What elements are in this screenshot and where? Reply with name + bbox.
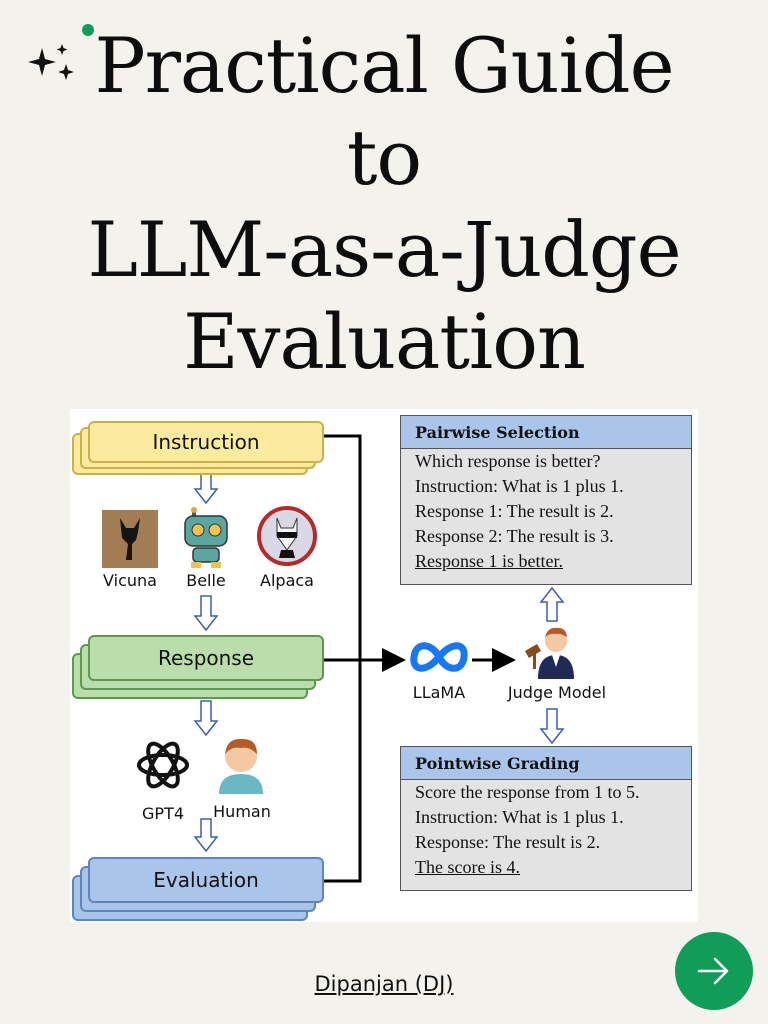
pointwise-grading-panel: Pointwise Grading Score the response fro…: [400, 746, 692, 891]
sparkle-icon: [28, 44, 74, 80]
pairwise-verdict: Response 1 is better.: [415, 551, 563, 571]
pairwise-line: Which response is better?: [415, 451, 601, 471]
llm-judge-diagram: Instruction Vicuna Belle Alpaca Response: [70, 409, 698, 922]
person-icon: [219, 738, 263, 794]
meta-infinity-icon: [410, 642, 468, 672]
alpaca-label: Alpaca: [260, 571, 314, 590]
vicuna-icon: [102, 510, 158, 568]
pointwise-header: Pointwise Grading: [401, 747, 691, 780]
human-label: Human: [213, 802, 271, 821]
evaluation-label: Evaluation: [88, 857, 324, 903]
title-line-4: Evaluation: [183, 297, 586, 386]
judge-model-label: Judge Model: [507, 683, 607, 702]
arrow-right-icon: [697, 957, 729, 985]
vicuna-label: Vicuna: [103, 571, 157, 590]
title-line-2: to: [346, 113, 422, 202]
author-link[interactable]: Dipanjan (DJ): [314, 972, 454, 996]
gpt4-label: GPT4: [142, 804, 184, 823]
pairwise-line: Response 1: The result is 2.: [415, 501, 614, 521]
response-label: Response: [88, 635, 324, 681]
pairwise-line: Response 2: The result is 3.: [415, 526, 614, 546]
page-title: Practical Guide to LLM-as-a-Judge Evalua…: [0, 20, 768, 388]
pointwise-line: Response: The result is 2.: [415, 832, 601, 852]
alpaca-icon: [257, 506, 317, 566]
pointwise-line: Instruction: What is 1 plus 1.: [415, 807, 624, 827]
green-dot-icon: [82, 24, 94, 36]
llama-label: LLaMA: [412, 683, 466, 702]
pointwise-line: Score the response from 1 to 5.: [415, 782, 640, 802]
pairwise-header: Pairwise Selection: [401, 416, 691, 449]
title-line-1: Practical Guide: [94, 21, 674, 110]
judge-icon: [524, 627, 574, 679]
pairwise-line: Instruction: What is 1 plus 1.: [415, 476, 624, 496]
instruction-label: Instruction: [88, 421, 324, 463]
next-button[interactable]: [675, 932, 753, 1010]
belle-label: Belle: [186, 571, 226, 590]
title-line-3: LLM-as-a-Judge: [87, 205, 681, 294]
robot-icon: [184, 507, 228, 568]
pairwise-selection-panel: Pairwise Selection Which response is bet…: [400, 415, 692, 585]
openai-icon: [137, 741, 189, 789]
pointwise-score: The score is 4.: [415, 857, 520, 877]
diagram-connectors: [193, 434, 565, 883]
